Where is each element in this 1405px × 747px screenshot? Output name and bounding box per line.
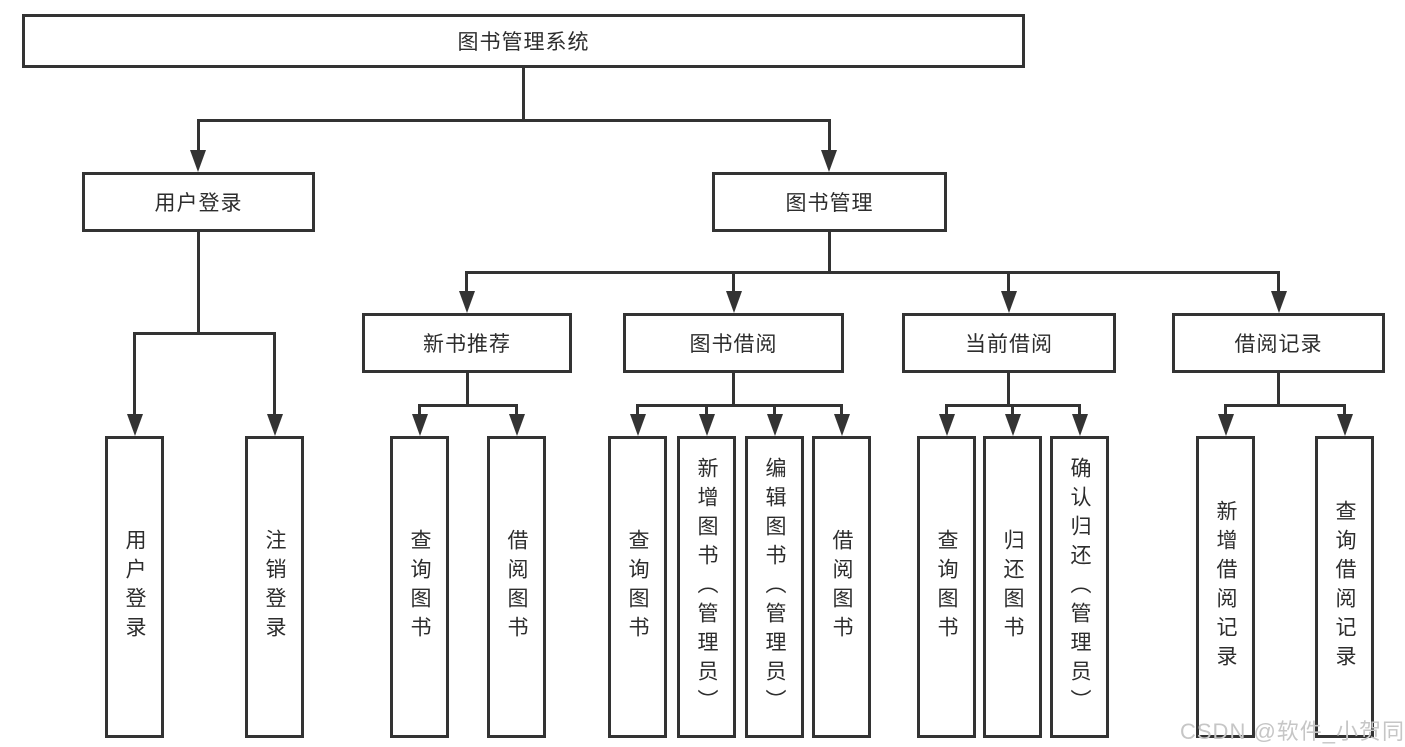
node-book-mgmt: 图书管理	[712, 172, 947, 232]
arrowhead-nb-query	[412, 414, 428, 436]
leaf-bw-borrow-books: 借阅图书	[812, 436, 871, 738]
connector-drop-rc-query	[1343, 404, 1346, 414]
connector-drop-book-mgmt	[828, 119, 831, 150]
connector-user-login-rail	[133, 332, 276, 335]
node-current: 当前借阅	[902, 313, 1116, 373]
leaf-rc-add-record-label: 新增借阅记录	[1214, 500, 1237, 674]
node-current-label: 当前借阅	[965, 333, 1053, 356]
connector-drop-cu-query	[945, 404, 948, 414]
connector-records-rail	[1224, 404, 1346, 407]
node-new-books: 新书推荐	[362, 313, 572, 373]
arrowhead-cu-confirm	[1072, 414, 1088, 436]
arrowhead-user-login	[190, 150, 206, 172]
connector-new-books-stub	[466, 373, 469, 406]
arrowhead-borrowing	[726, 291, 742, 313]
leaf-cu-query-books-label: 查询图书	[935, 529, 958, 645]
arrowhead-rc-query	[1337, 414, 1353, 436]
leaf-user-login-label: 用户登录	[123, 529, 146, 645]
connector-drop-bw-borrow	[840, 404, 843, 414]
leaf-bw-add-books: 新增图书（管理员）	[677, 436, 736, 738]
connector-user-login-stub	[197, 232, 200, 334]
node-records-label: 借阅记录	[1234, 333, 1323, 356]
node-borrowing: 图书借阅	[623, 313, 844, 373]
connector-borrowing-stub	[732, 373, 735, 406]
connector-drop-cu-confirm	[1078, 404, 1081, 414]
arrowhead-login-leaf	[127, 414, 143, 436]
arrowhead-records	[1271, 291, 1287, 313]
node-book-mgmt-label: 图书管理	[785, 192, 874, 215]
leaf-user-login: 用户登录	[105, 436, 164, 738]
connector-drop-borrowing	[732, 271, 735, 291]
connector-borrowing-rail	[636, 404, 843, 407]
node-user-login-label: 用户登录	[154, 192, 243, 215]
arrowhead-bw-borrow	[834, 414, 850, 436]
connector-drop-nb-borrow	[515, 404, 518, 414]
arrowhead-logout-leaf	[267, 414, 283, 436]
connector-drop-cu-return	[1011, 404, 1014, 414]
arrowhead-new-books	[459, 291, 475, 313]
connector-root-stub	[522, 68, 525, 121]
connector-current-stub	[1007, 373, 1010, 406]
leaf-nb-borrow-books-label: 借阅图书	[505, 529, 528, 645]
node-borrowing-label: 图书借阅	[689, 333, 778, 356]
connector-drop-user-login	[197, 119, 200, 150]
leaf-logout-label: 注销登录	[263, 529, 286, 645]
leaf-cu-return-books: 归还图书	[983, 436, 1042, 738]
node-root: 图书管理系统	[22, 14, 1025, 68]
arrowhead-cu-return	[1005, 414, 1021, 436]
arrowhead-bw-query	[630, 414, 646, 436]
leaf-bw-add-books-label: 新增图书（管理员）	[695, 456, 718, 718]
connector-drop-bw-query	[636, 404, 639, 414]
node-root-label: 图书管理系统	[457, 31, 590, 54]
connector-drop-nb-query	[418, 404, 421, 414]
connector-drop-bw-edit	[773, 404, 776, 414]
leaf-cu-confirm-return-label: 确认归还（管理员）	[1068, 456, 1091, 718]
arrowhead-cu-query	[939, 414, 955, 436]
connector-drop-records	[1277, 271, 1280, 291]
connector-drop-new-books	[465, 271, 468, 291]
arrowhead-bw-add	[699, 414, 715, 436]
arrowhead-nb-borrow	[509, 414, 525, 436]
leaf-bw-borrow-books-label: 借阅图书	[830, 529, 853, 645]
connector-book-mgmt-rail	[466, 271, 1280, 274]
connector-drop-rc-add	[1224, 404, 1227, 414]
leaf-bw-edit-books-label: 编辑图书（管理员）	[763, 456, 786, 718]
connector-root-rail	[197, 119, 831, 122]
arrowhead-rc-add	[1218, 414, 1234, 436]
connector-records-stub	[1277, 373, 1280, 406]
leaf-rc-query-record: 查询借阅记录	[1315, 436, 1374, 738]
connector-drop-login-leaf	[133, 332, 136, 414]
connector-drop-logout-leaf	[273, 332, 276, 414]
watermark-text: CSDN @软件_小贺同学	[1180, 719, 1405, 744]
leaf-cu-confirm-return: 确认归还（管理员）	[1050, 436, 1109, 738]
leaf-nb-query-books: 查询图书	[390, 436, 449, 738]
node-records: 借阅记录	[1172, 313, 1385, 373]
leaf-logout: 注销登录	[245, 436, 304, 738]
arrowhead-bw-edit	[767, 414, 783, 436]
node-user-login: 用户登录	[82, 172, 315, 232]
leaf-cu-return-books-label: 归还图书	[1001, 529, 1024, 645]
leaf-bw-query-books-label: 查询图书	[626, 529, 649, 645]
connector-new-books-rail	[418, 404, 518, 407]
node-new-books-label: 新书推荐	[423, 333, 511, 356]
leaf-bw-edit-books: 编辑图书（管理员）	[745, 436, 804, 738]
leaf-rc-add-record: 新增借阅记录	[1196, 436, 1255, 738]
leaf-nb-query-books-label: 查询图书	[408, 529, 431, 645]
leaf-rc-query-record-label: 查询借阅记录	[1333, 500, 1356, 674]
connector-book-mgmt-stub	[828, 232, 831, 274]
arrowhead-current	[1001, 291, 1017, 313]
connector-drop-current	[1007, 271, 1010, 291]
leaf-bw-query-books: 查询图书	[608, 436, 667, 738]
arrowhead-book-mgmt	[821, 150, 837, 172]
leaf-cu-query-books: 查询图书	[917, 436, 976, 738]
leaf-nb-borrow-books: 借阅图书	[487, 436, 546, 738]
connector-drop-bw-add	[705, 404, 708, 414]
